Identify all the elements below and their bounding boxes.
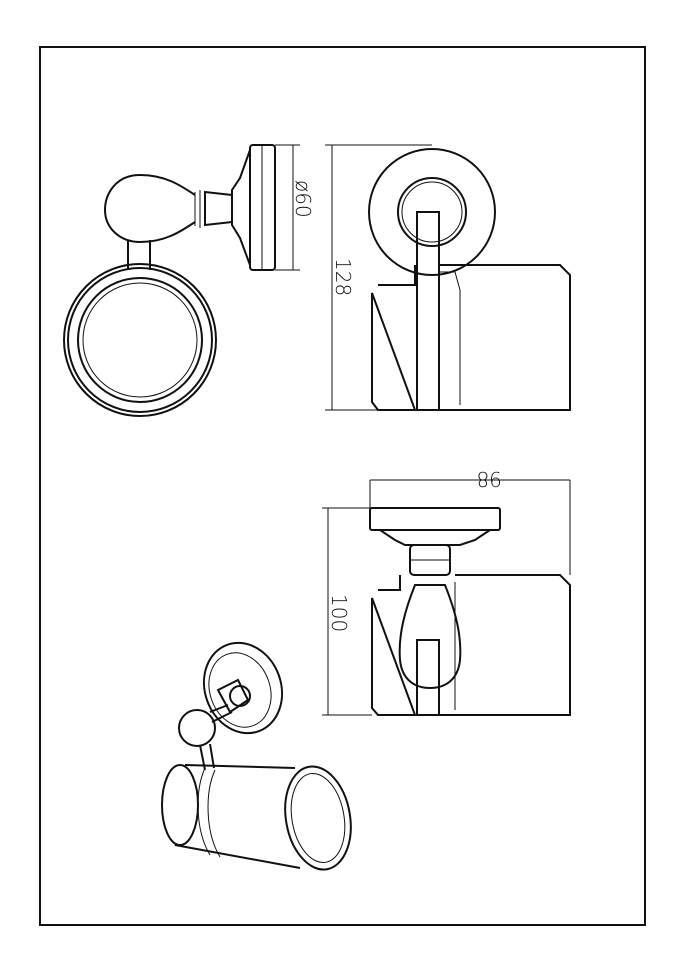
dimension-diameter: ø60: [291, 180, 315, 218]
top-view: ø60: [63, 144, 315, 417]
dimension-width: 98: [477, 467, 502, 491]
front-view: 98 100: [322, 467, 571, 716]
dimension-height-front: 100: [327, 594, 351, 632]
side-view: 128: [325, 144, 571, 411]
dimension-height-side: 128: [331, 258, 355, 296]
isometric-view: [161, 641, 352, 871]
drawing-frame: [39, 46, 646, 926]
